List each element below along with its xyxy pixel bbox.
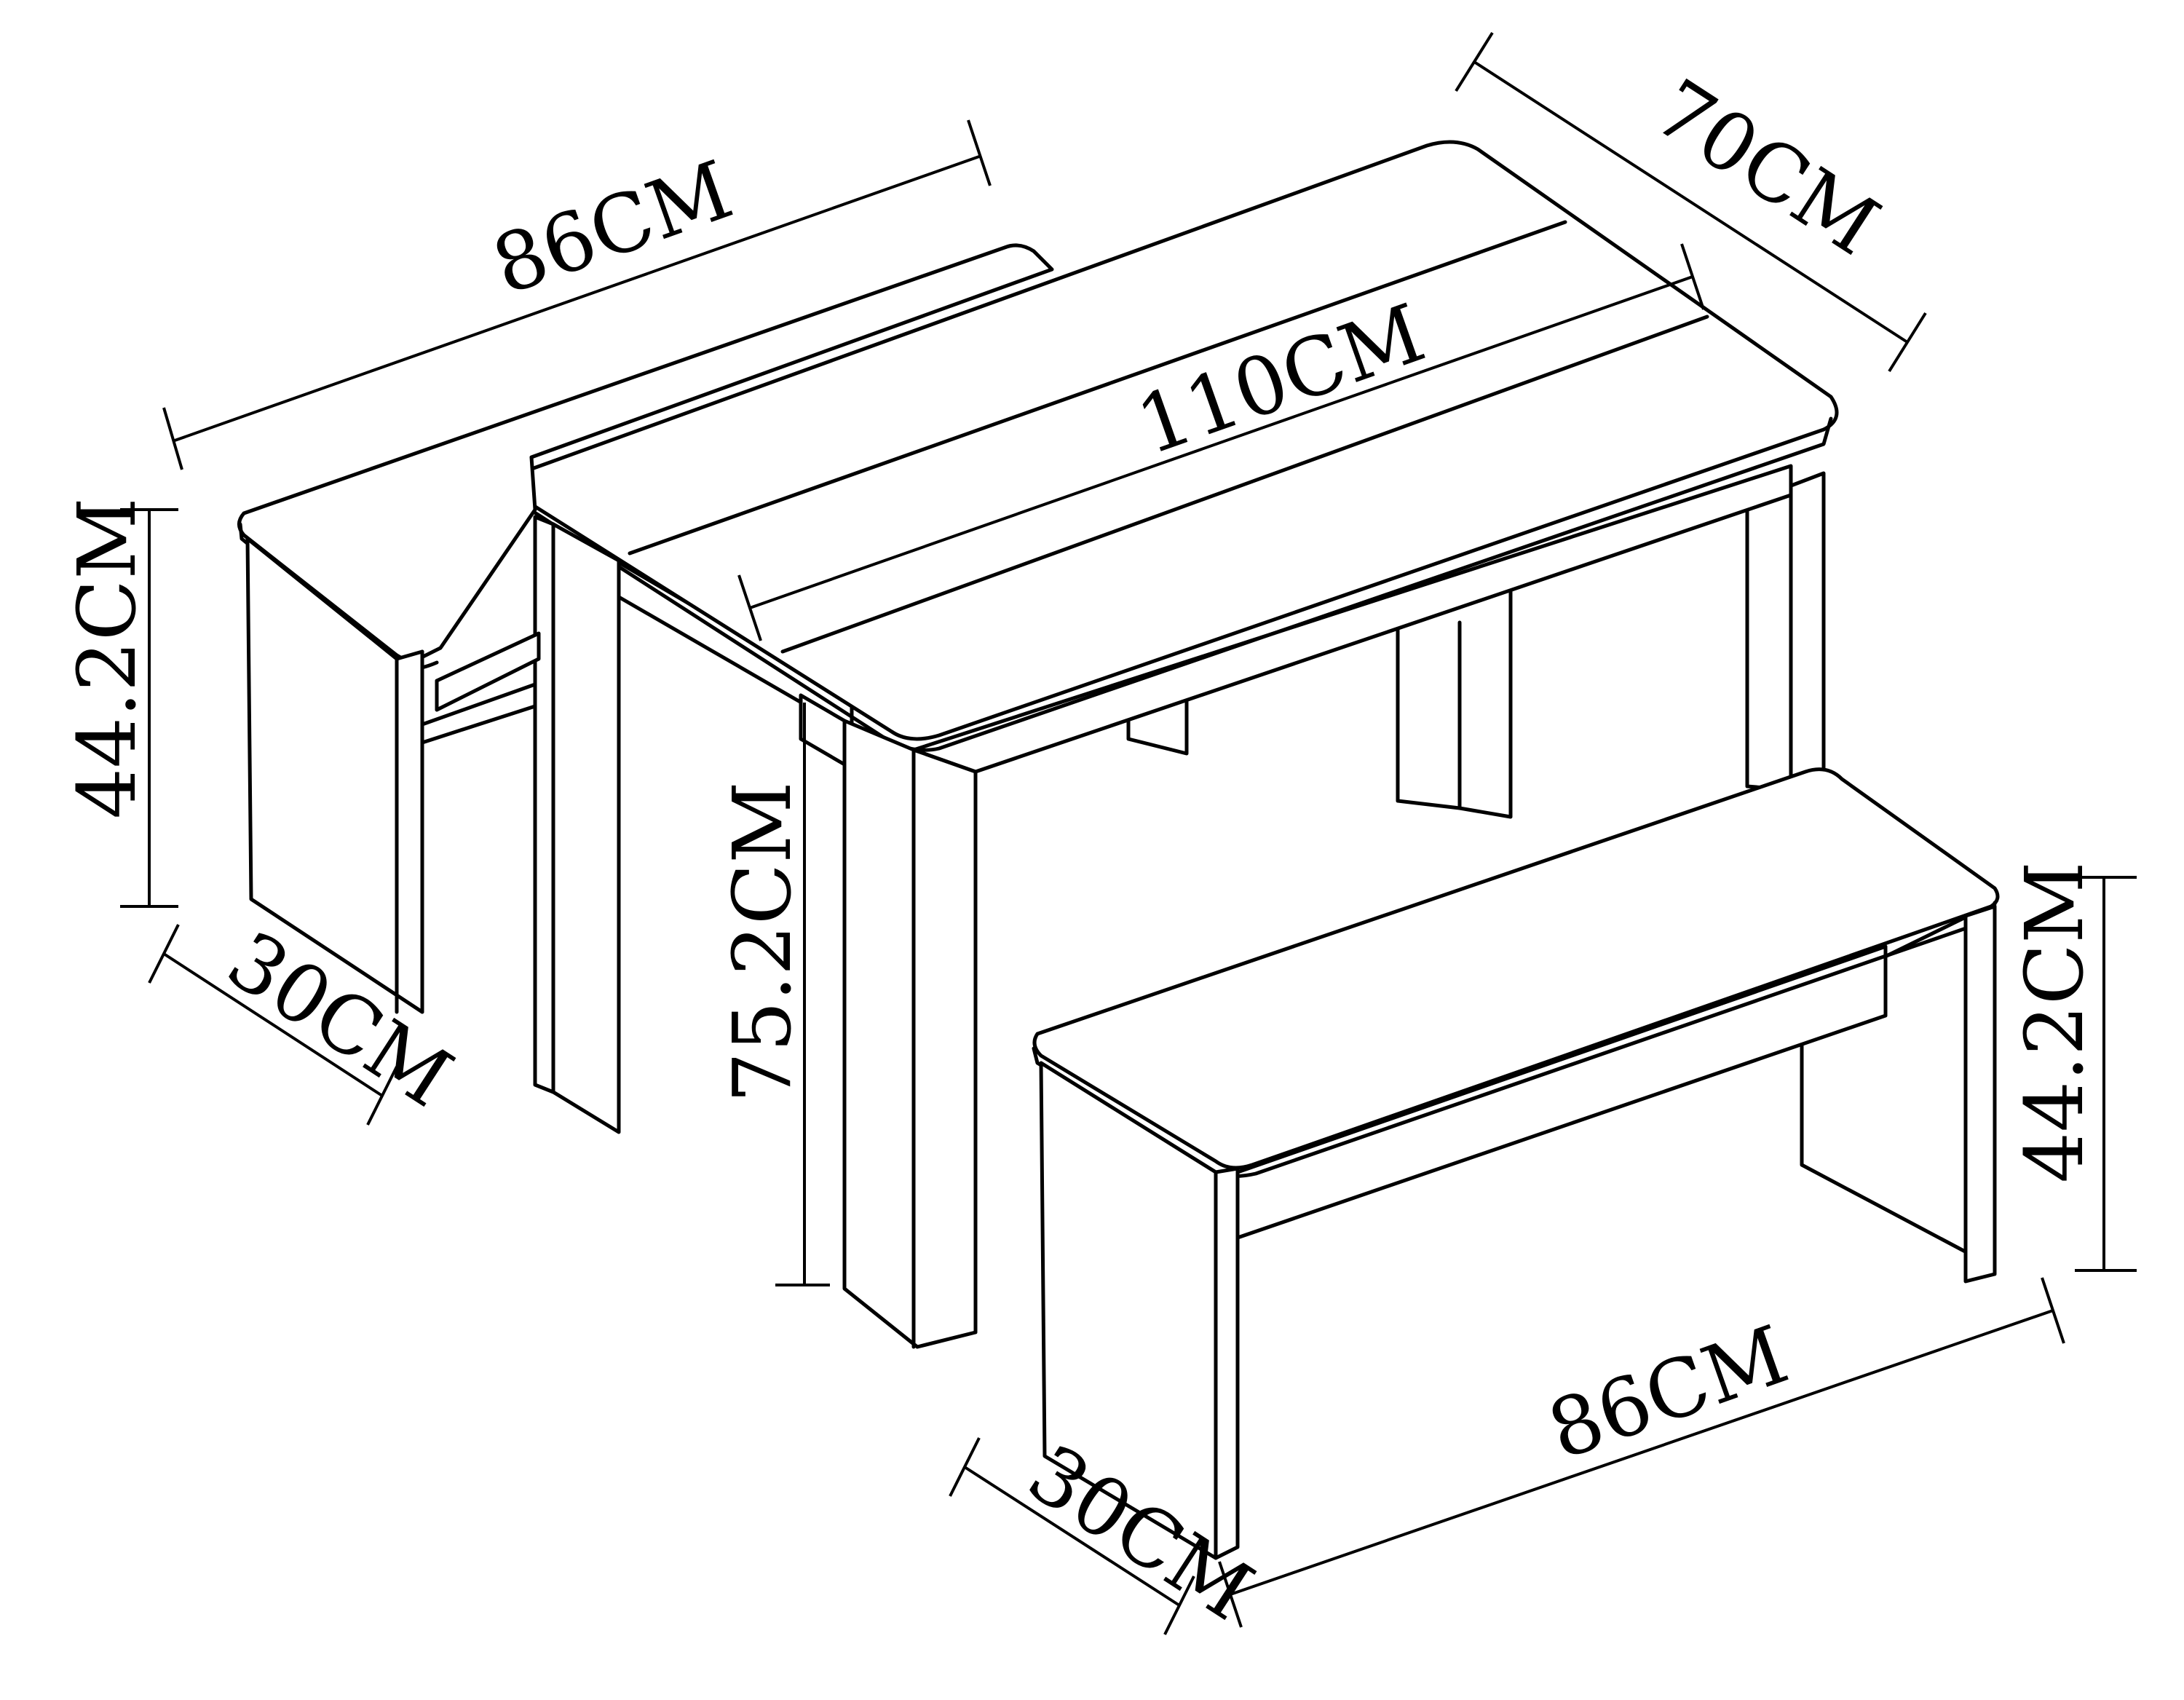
table-left-leg [533,515,621,1134]
dim-table-height: 75.2CM [716,703,830,1286]
dim-right-bench-height: 44.2CM [2008,861,2137,1272]
left-bench [237,243,1054,1014]
table-left-leg-inner [799,693,847,767]
table-front-left-leg [842,719,978,1349]
dim-label: 75.2CM [716,781,809,1103]
dim-right-bench-length: 86CM [1218,1277,2065,1628]
right-bench-leg-right [1963,904,1997,1284]
table [505,140,1839,1349]
dim-label: 86CM [1537,1308,1799,1477]
dim-left-bench-height: 44.2CM [60,497,178,908]
left-bench-under-rail [420,682,537,745]
right-bench [1032,767,2000,1560]
dim-label: 44.2CM [60,497,154,819]
dim-label: 70CM [1639,61,1895,273]
left-bench-rail [435,631,541,712]
table-front-right-leg [1745,471,1826,792]
dim-label: 44.2CM [2008,861,2101,1183]
